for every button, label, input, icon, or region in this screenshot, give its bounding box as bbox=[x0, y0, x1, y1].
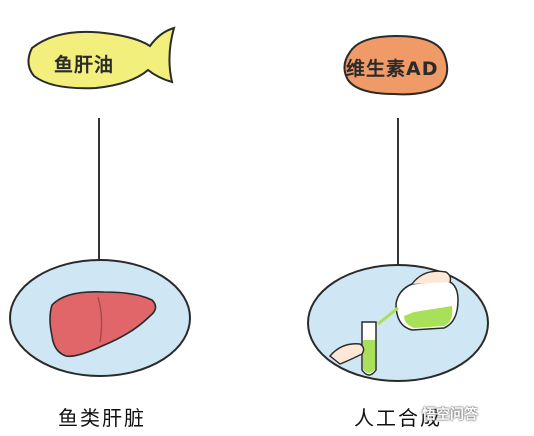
synthetic-caption: 人工合成 bbox=[354, 406, 442, 430]
watermark: 悟空问答 bbox=[422, 407, 478, 423]
fish-icon bbox=[27, 26, 176, 90]
fish-oil-label: 鱼肝油 bbox=[54, 54, 115, 76]
vitamin-capsule-icon bbox=[343, 34, 449, 96]
synthesis-icon bbox=[328, 270, 459, 376]
liver-icon bbox=[49, 290, 157, 358]
right-source-circle bbox=[307, 264, 489, 382]
vitamin-ad-label: 维生素AD bbox=[346, 58, 439, 80]
fish-liver-caption: 鱼类肝脏 bbox=[58, 406, 146, 430]
